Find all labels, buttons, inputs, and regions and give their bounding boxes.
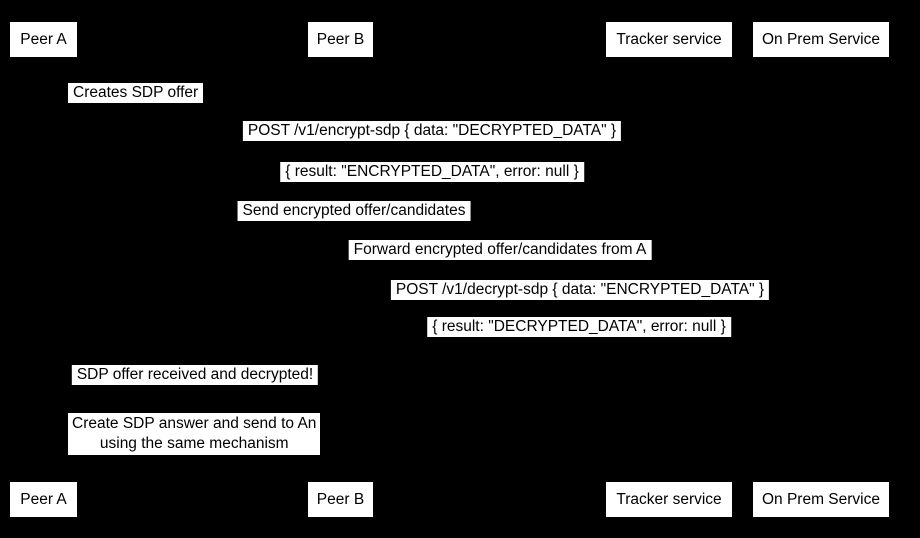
participant-peer-a-top: Peer A <box>10 22 77 57</box>
participant-tracker-service-top: Tracker service <box>606 22 732 57</box>
message-creates-sdp-offer: Creates SDP offer <box>68 83 204 103</box>
participant-peer-a-bottom: Peer A <box>10 482 77 517</box>
message-send-encrypted-offer: Send encrypted offer/candidates <box>237 201 471 221</box>
participant-peer-b-top: Peer B <box>308 22 373 57</box>
participant-peer-b-bottom: Peer B <box>308 482 373 517</box>
lifeline-peer-a <box>43 57 44 481</box>
participant-tracker-service-bottom: Tracker service <box>606 482 732 517</box>
message-result-encrypted-data: { result: "ENCRYPTED_DATA", error: null … <box>280 162 584 182</box>
lifeline-tracker <box>669 57 670 481</box>
message-sdp-offer-received: SDP offer received and decrypted! <box>71 365 319 385</box>
participant-on-prem-service-top: On Prem Service <box>753 22 889 57</box>
message-result-decrypted-data: { result: "DECRYPTED_DATA", error: null … <box>427 317 731 337</box>
lifeline-on-prem <box>821 57 822 481</box>
note-line-2: using the same mechanism <box>99 435 289 452</box>
message-post-decrypt-sdp: POST /v1/decrypt-sdp { data: "ENCRYPTED_… <box>390 280 770 300</box>
note-line-1: Create SDP answer and send to An <box>72 415 317 432</box>
message-post-encrypt-sdp: POST /v1/encrypt-sdp { data: "DECRYPTED_… <box>242 121 622 141</box>
message-forward-encrypted-offer: Forward encrypted offer/candidates from … <box>348 240 652 260</box>
participant-on-prem-service-bottom: On Prem Service <box>753 482 889 517</box>
note-create-sdp-answer: Create SDP answer and send to An using t… <box>68 413 321 455</box>
